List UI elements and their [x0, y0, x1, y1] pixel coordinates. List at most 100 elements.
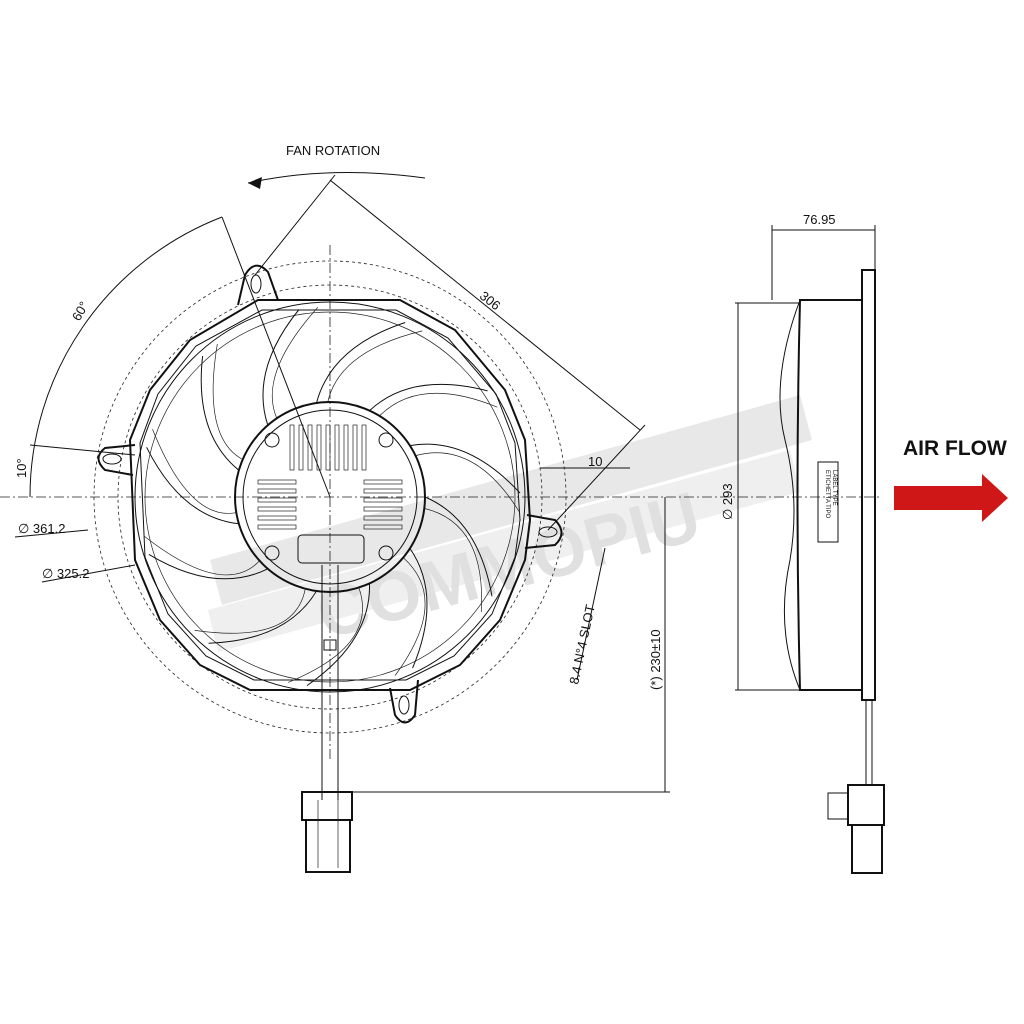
fan-blade: [200, 356, 240, 471]
hub-screw-4: [378, 545, 394, 561]
curved-arrow-icon: [248, 177, 262, 189]
dim-10-label: 10: [588, 454, 602, 469]
motor-hub: [234, 401, 426, 593]
fan-blade: [208, 590, 317, 644]
circle-361: [93, 260, 567, 734]
hub-fin: [307, 424, 313, 471]
mount-slot-left: [102, 453, 122, 465]
fan-rotation-label: FAN ROTATION: [286, 143, 380, 158]
hub-screw-2: [378, 432, 394, 448]
hub-fin: [257, 524, 297, 530]
side-label-text-2: LABEL TYPE: [831, 470, 837, 506]
side-view: 76.95 ETICHETTA TIPO LABEL TYPE ∅ 293 AI…: [720, 212, 1008, 874]
cable-clip: [323, 639, 337, 651]
fan-blade-edge: [379, 392, 498, 417]
fan-blade: [409, 548, 428, 669]
connector-body: [305, 819, 351, 873]
shroud-outline: [128, 299, 532, 691]
air-flow-label: AIR FLOW: [903, 437, 1007, 460]
mount-slot-right: [538, 526, 558, 538]
fan-blade: [424, 496, 493, 597]
mount-ear-left: [97, 444, 136, 476]
side-connector-top: [847, 784, 885, 826]
hub-fin: [334, 424, 340, 471]
hub-fin: [257, 479, 297, 485]
angle-arc-60: [29, 216, 223, 498]
hub-fin: [343, 424, 349, 471]
angle-10-label: 10°: [14, 458, 29, 478]
blade-ring-inner: [144, 311, 516, 683]
hub-fin: [352, 424, 358, 471]
side-blade-profile: [779, 299, 801, 691]
hub-fin: [363, 524, 403, 530]
right-arrow-icon: [894, 474, 1008, 522]
dia-293-label: ∅ 293: [720, 483, 735, 520]
hub-fin: [363, 515, 403, 521]
dim-325-label: ∅ 325.2: [42, 566, 89, 581]
fan-blade: [262, 309, 300, 426]
fan-blades: [143, 307, 521, 687]
hub-fin: [257, 488, 297, 494]
hub-screw-3: [264, 545, 280, 561]
side-cable: [865, 700, 873, 785]
fan-blade: [306, 583, 371, 687]
shroud-inner: [139, 309, 521, 681]
hub-fin: [363, 488, 403, 494]
dim-306-label: 306: [477, 288, 503, 313]
hub-fin: [361, 424, 367, 471]
fan-blade-edge: [271, 307, 319, 419]
circle-325: [117, 284, 543, 710]
hub-fin: [257, 497, 297, 503]
dim-306-line: [329, 179, 641, 431]
connector-top: [301, 791, 353, 821]
cable-length-label: (*) 230±10: [648, 629, 663, 690]
side-frame: [861, 269, 876, 701]
side-shroud: [796, 299, 863, 691]
fan-blade-edge: [143, 535, 260, 576]
fan-blade: [409, 443, 521, 494]
fan-blade-edge: [212, 344, 243, 460]
fan-blade-edge: [394, 557, 426, 676]
front-view: FAN ROTATION 60° 10° 306 10 ∅ 361.2 ∅ 32…: [0, 143, 880, 873]
hub-fin: [257, 506, 297, 512]
hub-fins: [257, 424, 403, 530]
mount-slot-top: [250, 274, 262, 294]
motor-hub-inner: [242, 409, 418, 585]
hub-fin: [325, 424, 331, 471]
fan-blade-edge: [424, 508, 483, 613]
fan-blade-edge: [327, 330, 423, 403]
side-label-plate: [817, 461, 839, 543]
hub-fin: [298, 424, 304, 471]
mount-ear-right: [524, 514, 563, 549]
side-label-text-1: ETICHETTA TIPO: [824, 470, 830, 518]
watermark: COMMOPIU: [208, 395, 812, 654]
fan-blade-edge: [415, 452, 520, 513]
fan-blade: [148, 553, 269, 580]
dim-361-label: ∅ 361.2: [18, 521, 65, 536]
rotation-arc: [247, 172, 426, 184]
hub-fin: [363, 479, 403, 485]
slot-label: 8.4 N°4 SLOT: [566, 603, 598, 685]
side-connector-body: [851, 824, 883, 874]
fan-blade-edge: [152, 429, 237, 514]
fan-blade-edge: [288, 587, 363, 683]
hub-fin: [316, 424, 322, 471]
fan-blade: [146, 447, 239, 525]
hub-label-plate: [297, 534, 365, 564]
cable: [321, 565, 339, 800]
hub-screw-1: [264, 432, 280, 448]
hub-fin: [257, 515, 297, 521]
hub-fin: [363, 506, 403, 512]
fan-blade: [369, 383, 488, 411]
blade-ring-outer: [134, 301, 526, 693]
hub-fin: [363, 497, 403, 503]
mount-ear-top: [237, 264, 279, 306]
mount-slot-bottom: [398, 695, 410, 715]
fan-blade-edge: [194, 588, 306, 634]
depth-label: 76.95: [803, 212, 836, 227]
side-bracket: [827, 792, 849, 820]
fan-blade: [316, 322, 406, 404]
mount-ear-bottom: [389, 679, 419, 724]
